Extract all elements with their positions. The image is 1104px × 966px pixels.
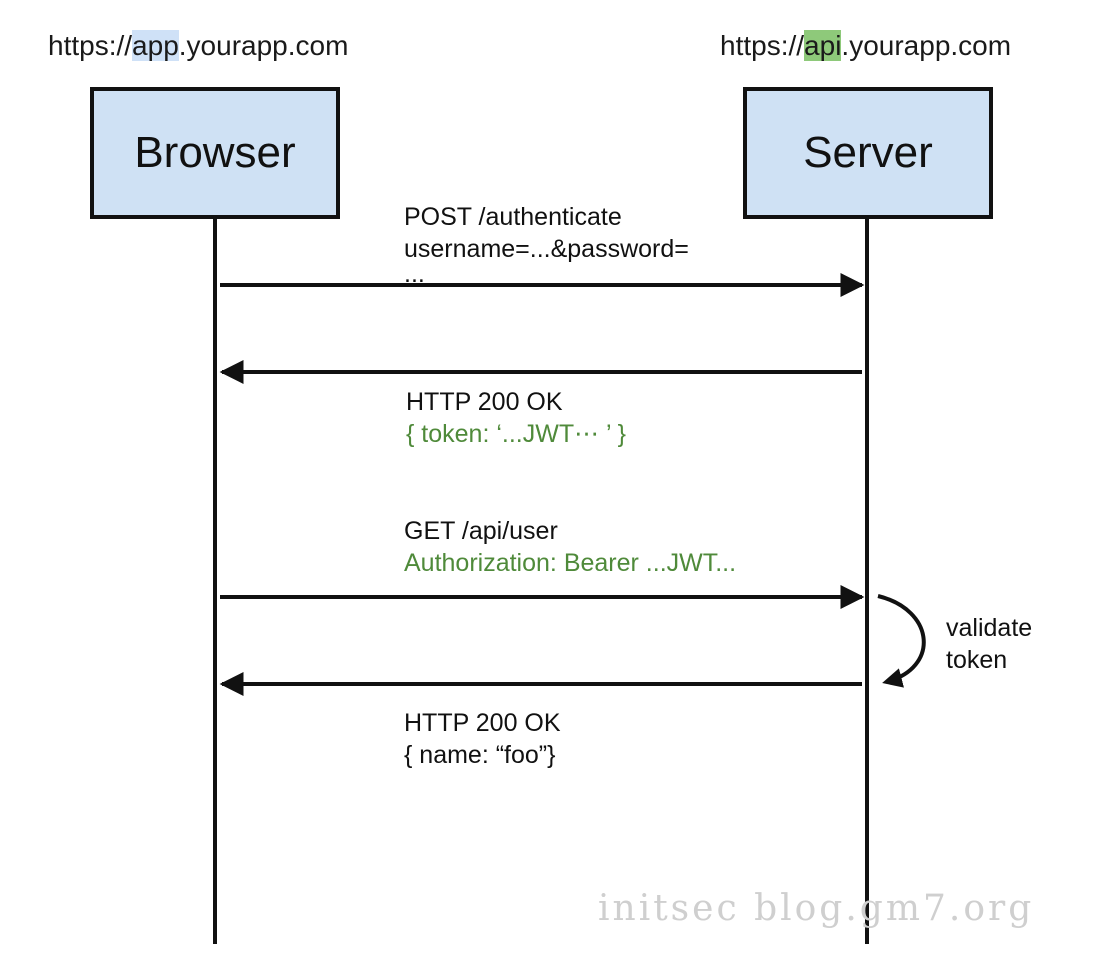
- browser-url-highlight: app: [132, 30, 179, 61]
- message-get-user: GET /api/user Authorization: Bearer ...J…: [404, 515, 736, 579]
- browser-actor-box: Browser: [90, 87, 340, 219]
- message-user-response: HTTP 200 OK { name: “foo”}: [404, 707, 561, 771]
- message-token-response: HTTP 200 OK { token: ‘...JWT⋯ ’ }: [406, 386, 626, 450]
- browser-url-prefix: https://: [48, 30, 133, 61]
- validate-label-line1: validate: [946, 614, 1033, 642]
- browser-actor-label: Browser: [134, 128, 296, 177]
- browser-url: https://app.yourapp.com: [48, 28, 348, 64]
- validate-label-line2: token: [946, 646, 1008, 674]
- server-url-prefix: https://: [720, 30, 805, 61]
- server-actor-box: Server: [743, 87, 993, 219]
- message-post-line3: ...: [404, 260, 425, 288]
- validate-token-label: validate token: [946, 612, 1032, 676]
- message-token-body: { token: ‘...JWT⋯ ’ }: [406, 420, 626, 448]
- message-user-status: HTTP 200 OK: [404, 709, 561, 737]
- message-token-status: HTTP 200 OK: [406, 388, 563, 416]
- validate-self-loop: [877, 594, 926, 688]
- message-get-authorization: Authorization: Bearer ...JWT...: [404, 549, 737, 577]
- message-post-line2: username=...&password=: [404, 235, 689, 263]
- server-url-highlight: api: [804, 30, 842, 61]
- message-post-authenticate: POST /authenticate username=...&password…: [404, 201, 689, 288]
- server-actor-label: Server: [803, 128, 933, 177]
- server-url: https://api.yourapp.com: [720, 28, 1011, 64]
- server-url-suffix: .yourapp.com: [841, 30, 1012, 61]
- message-user-body: { name: “foo”}: [404, 741, 556, 769]
- browser-url-suffix: .yourapp.com: [178, 30, 349, 61]
- watermark: initsec blog.gm7.org: [598, 888, 1035, 929]
- message-post-line1: POST /authenticate: [404, 203, 622, 231]
- message-get-line1: GET /api/user: [404, 517, 558, 545]
